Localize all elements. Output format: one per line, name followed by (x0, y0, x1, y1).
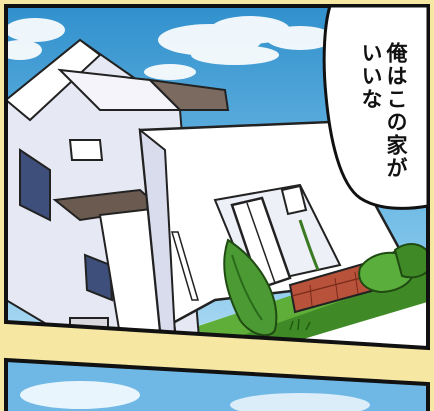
speech-line-2: いいな (359, 42, 383, 111)
speech-bubble (322, 4, 430, 210)
clouds (6, 16, 334, 80)
ground (60, 250, 428, 348)
speech-line-1: 俺はこの家が (384, 42, 408, 180)
speech-bubble-text: 俺はこの家が いいな (348, 42, 408, 202)
shrubs (223, 219, 428, 337)
lower-panel-border (3, 357, 430, 411)
left-house (6, 38, 230, 348)
panel-border (3, 4, 430, 351)
